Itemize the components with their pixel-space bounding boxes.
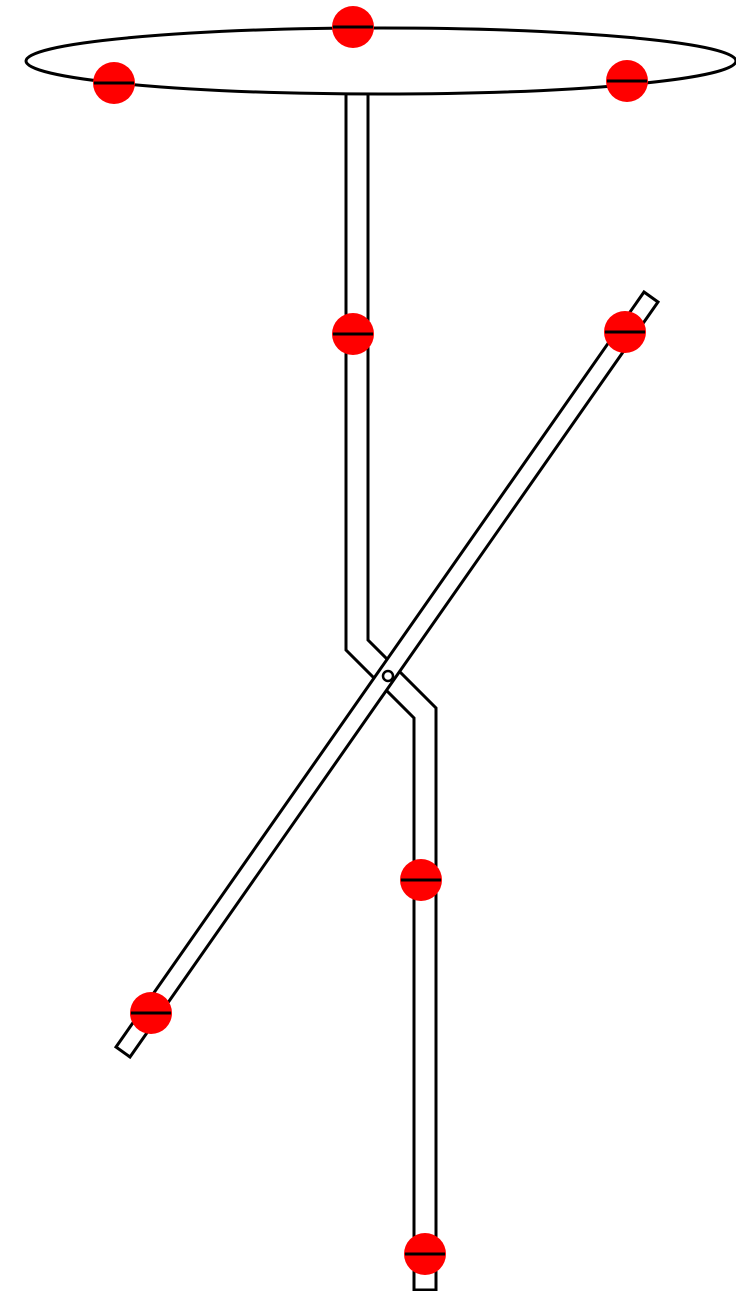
marker-diagonal-top[interactable] (604, 311, 646, 353)
ellipse-plate[interactable] (24, 26, 736, 96)
marker-rod-upper[interactable] (332, 313, 374, 355)
marker-rod-bottom[interactable] (404, 1233, 446, 1275)
markers (93, 6, 648, 1275)
marker-ellipse-right[interactable] (606, 60, 648, 102)
marker-top-center[interactable] (332, 6, 374, 48)
marker-ellipse-left[interactable] (93, 62, 135, 104)
marker-rod-lower[interactable] (400, 859, 442, 901)
pivot-joint[interactable] (381, 669, 395, 683)
marker-diagonal-bottom[interactable] (130, 992, 172, 1034)
bent-vertical-rod[interactable] (344, 90, 438, 1291)
